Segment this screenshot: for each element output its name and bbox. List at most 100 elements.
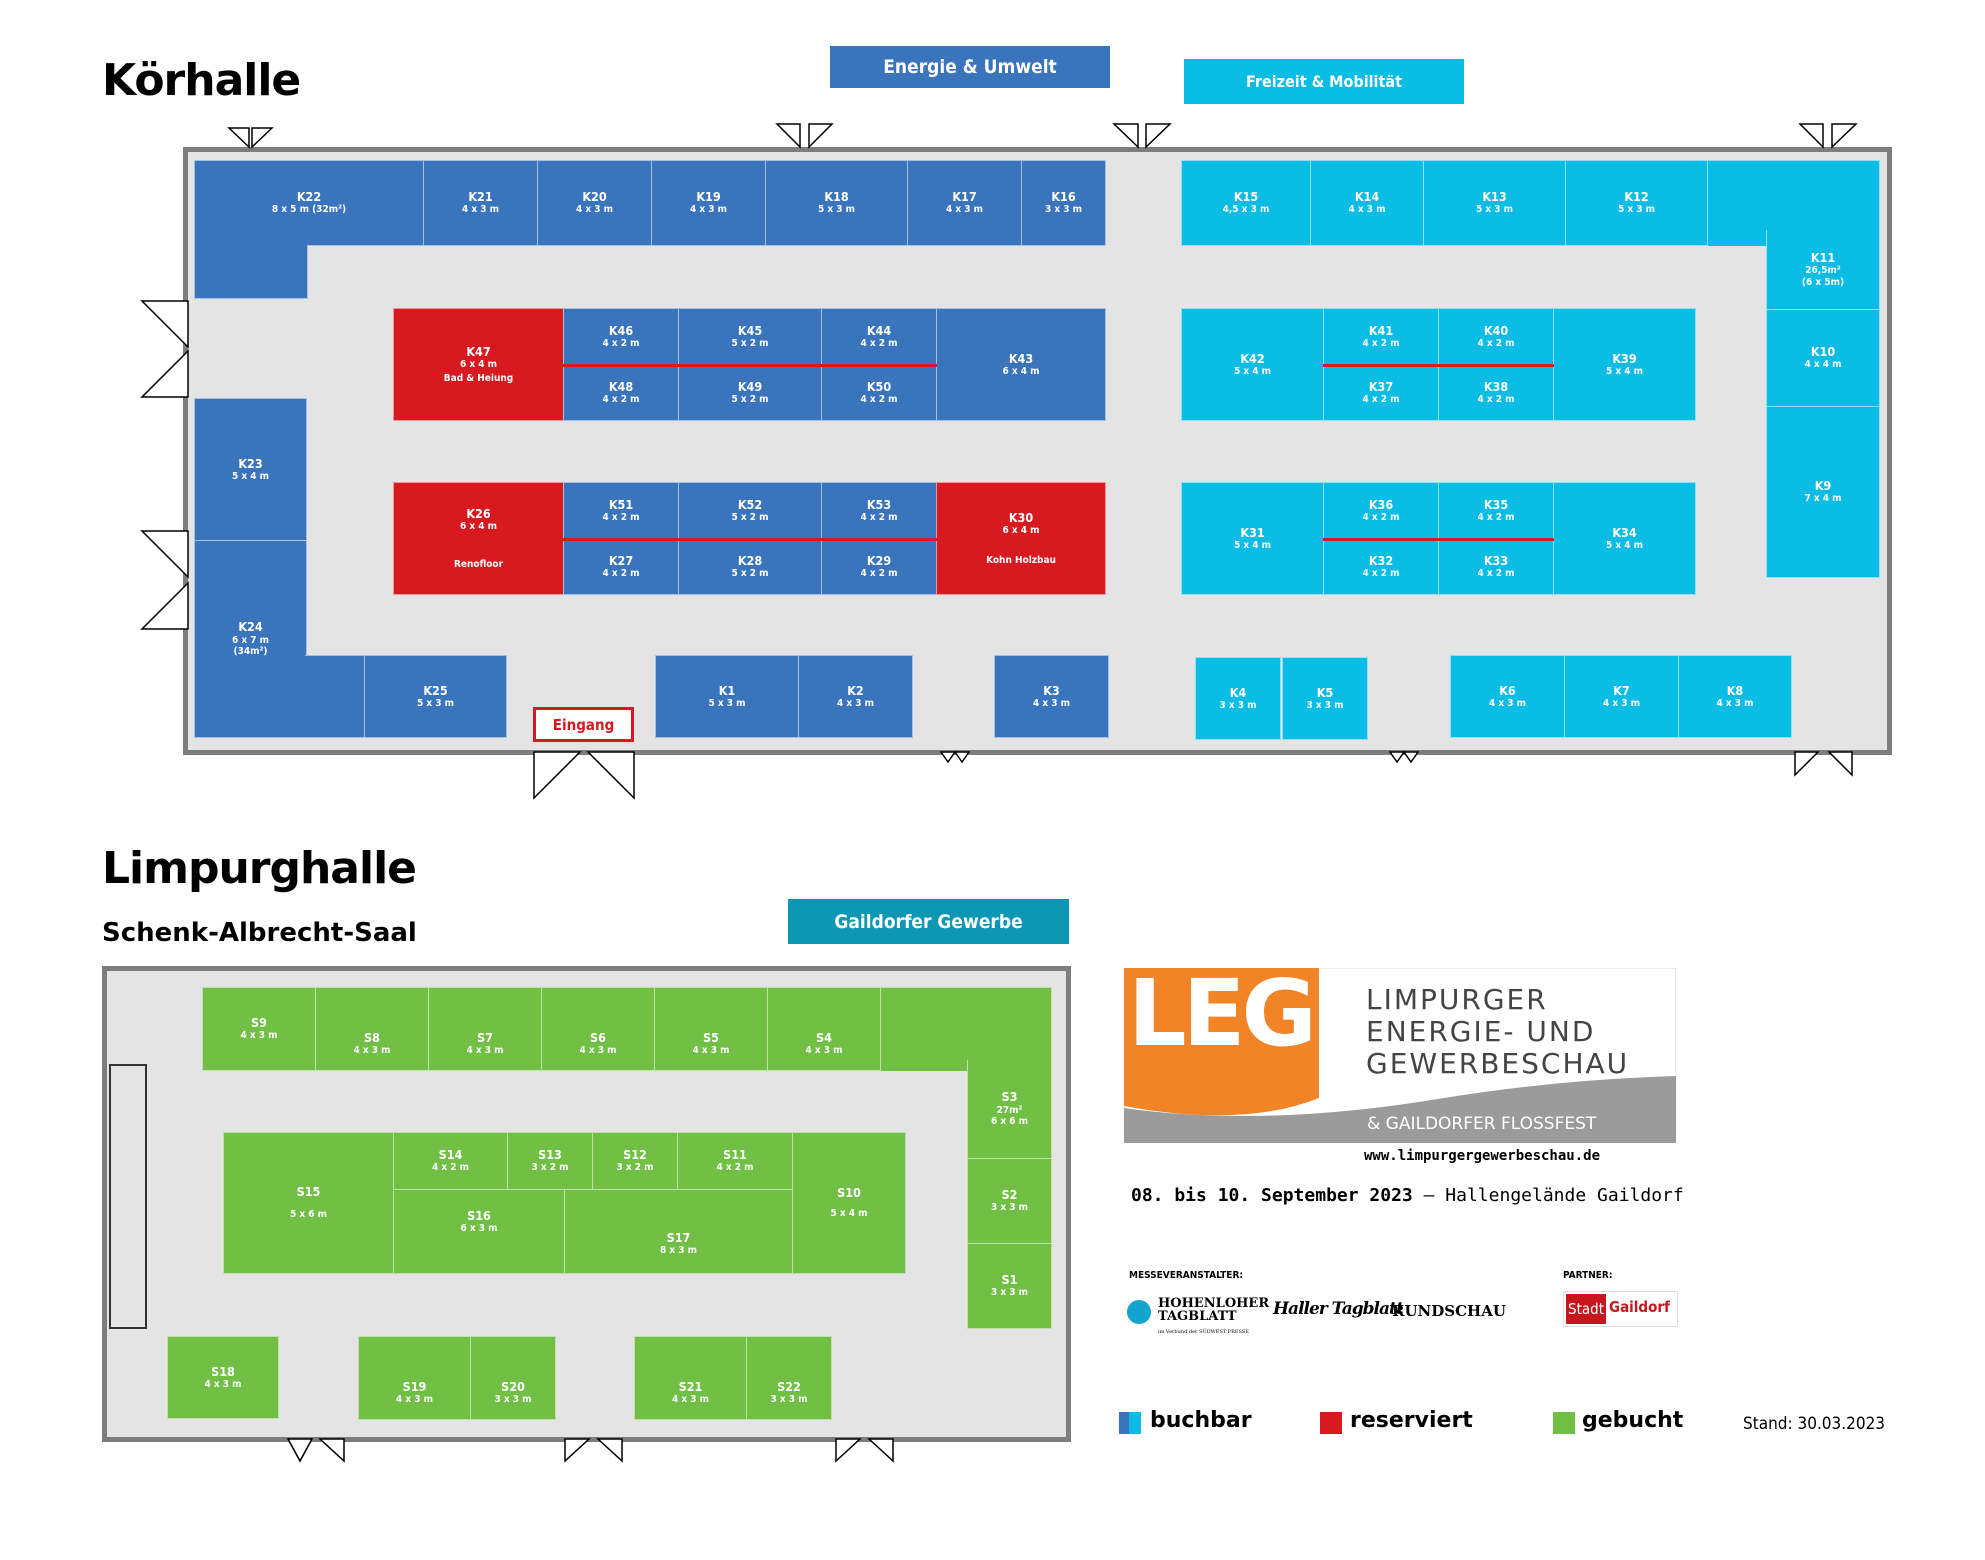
gaildorf-label: Gaildorf: [1609, 1298, 1670, 1316]
booth-id: K5: [1316, 684, 1334, 700]
limpurghalle-title: Limpurghalle: [102, 843, 417, 894]
booth-size: 5 x 4 m: [1233, 539, 1272, 551]
booth-size: 3 x 3 m: [1306, 699, 1344, 711]
booth-size: 4,5 x 3 m: [1222, 204, 1270, 216]
door-icon: [1112, 123, 1139, 149]
booth-id: K29: [866, 553, 892, 569]
booth-id: S16: [467, 1207, 491, 1223]
booth-id: K26: [466, 505, 491, 521]
booth-size: 7 x 4 m: [1804, 493, 1842, 505]
category-energie-umwelt: Energie & Umwelt: [830, 46, 1110, 88]
door-icon: [564, 1438, 591, 1463]
booth-id: K24: [238, 619, 263, 635]
booth-size: 5 x 2 m: [731, 568, 769, 580]
booth-id: K28: [737, 553, 763, 569]
booth-size: 3 x 3 m: [990, 1287, 1029, 1299]
door-markers: [140, 123, 1858, 800]
booth-id: S6: [590, 1030, 606, 1046]
booth-id: K13: [1482, 189, 1507, 205]
booth-size: 4 x 2 m: [602, 568, 640, 580]
booth-K22-extension: [194, 245, 308, 299]
booth-id: K32: [1368, 553, 1394, 569]
event-dates: 08. bis 10. September 2023: [1131, 1185, 1413, 1206]
partner-label: PARTNER:: [1563, 1270, 1613, 1281]
stand-date: Stand: 30.03.2023: [1743, 1414, 1886, 1434]
hohenloher-logo: HOHENLOHER TAGBLATT im Verbund der SÜDWE…: [1158, 1297, 1269, 1339]
booth-size: 27m²: [996, 1104, 1023, 1116]
door-icon: [953, 751, 971, 764]
door-icon: [140, 300, 189, 349]
booth-size: 4 x 3 m: [1348, 204, 1386, 216]
booth-id: S2: [1001, 1187, 1018, 1203]
entrance-label: Eingang: [533, 707, 634, 742]
booth-size: 4 x 2 m: [716, 1162, 754, 1174]
booth-id: S3: [1001, 1089, 1018, 1105]
booth-size: 3 x 3 m: [990, 1202, 1029, 1214]
